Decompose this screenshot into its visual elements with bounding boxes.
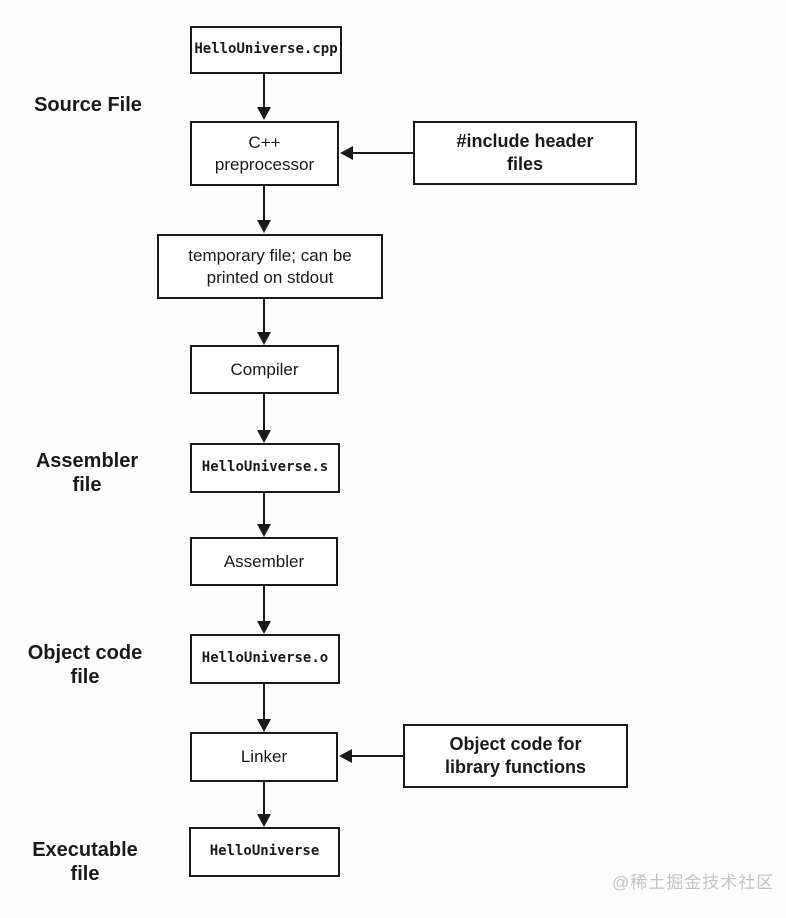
arrow-linker-to-executable-head <box>257 814 271 827</box>
side-label-assembler-file: Assembler file <box>35 450 139 496</box>
arrow-asmfile-to-assembler-head <box>257 524 271 537</box>
node-object-file-box: HelloUniverse.o <box>190 634 340 684</box>
arrow-tempfile-to-compiler-head <box>257 332 271 345</box>
arrow-library-to-linker-line <box>352 755 403 757</box>
node-executable-file-box: HelloUniverse <box>189 827 340 877</box>
arrow-compiler-to-asmfile-line <box>263 394 265 430</box>
node-preprocessor-box: C++ preprocessor <box>190 121 339 186</box>
arrow-source-to-preprocessor-line <box>263 74 265 107</box>
arrow-objfile-to-linker-line <box>263 684 265 719</box>
arrow-objfile-to-linker-head <box>257 719 271 732</box>
node-source-file-box: HelloUniverse.cpp <box>190 26 342 74</box>
arrow-assembler-to-objfile-head <box>257 621 271 634</box>
arrow-asmfile-to-assembler-line <box>263 493 265 524</box>
arrow-library-to-linker-head <box>339 749 352 763</box>
arrow-linker-to-executable-line <box>263 782 265 814</box>
node-assembler-file-box: HelloUniverse.s <box>190 443 340 493</box>
node-include-headers-box: #include header files <box>413 121 637 185</box>
arrow-preprocessor-to-tempfile-line <box>263 186 265 220</box>
arrow-preprocessor-to-tempfile-head <box>257 220 271 233</box>
watermark-text: @稀土掘金技术社区 <box>612 873 775 892</box>
arrow-headers-to-preprocessor-head <box>340 146 353 160</box>
side-label-source-file: Source File <box>34 94 142 116</box>
arrow-headers-to-preprocessor-line <box>353 152 413 154</box>
arrow-assembler-to-objfile-line <box>263 586 265 621</box>
node-temp-file-box: temporary file; can be printed on stdout <box>157 234 383 299</box>
arrow-source-to-preprocessor-head <box>257 107 271 120</box>
node-compiler-box: Compiler <box>190 345 339 394</box>
node-assembler-box: Assembler <box>190 537 338 586</box>
arrow-compiler-to-asmfile-head <box>257 430 271 443</box>
node-library-objects-box: Object code for library functions <box>403 724 628 788</box>
side-label-executable-file: Executable file <box>32 839 138 885</box>
side-label-object-code-file: Object code file <box>27 642 143 688</box>
arrow-tempfile-to-compiler-line <box>263 299 265 332</box>
node-linker-box: Linker <box>190 732 338 782</box>
